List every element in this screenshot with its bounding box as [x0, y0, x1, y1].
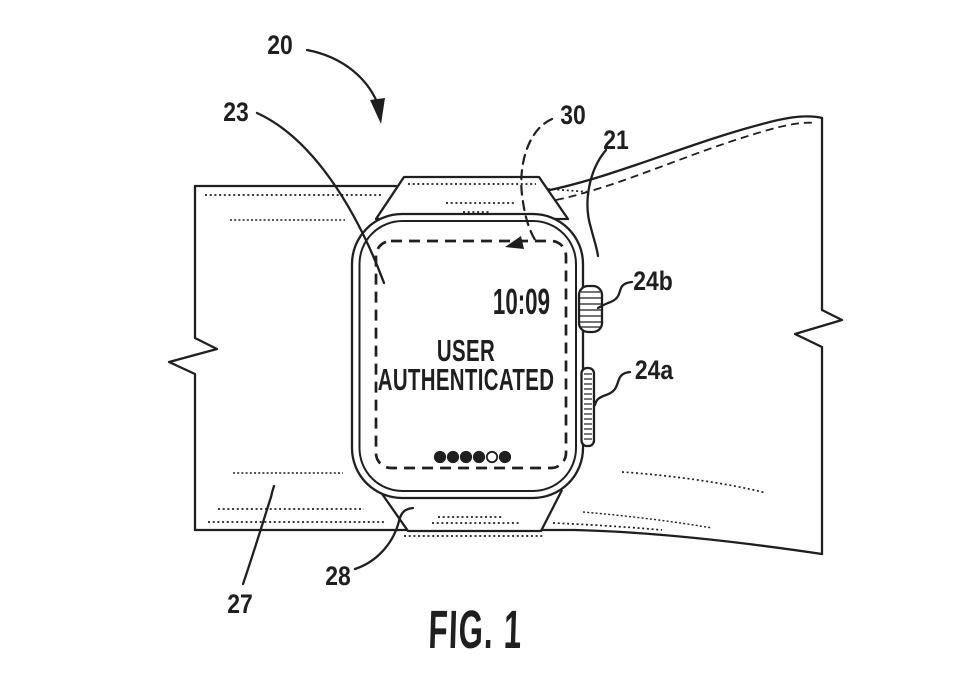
wrist-top-curve: [543, 115, 824, 193]
leader-30-dashed: [520, 117, 554, 245]
side-button-texture: [584, 373, 592, 440]
page-dot-filled: [446, 450, 460, 464]
page-dot-open: [485, 450, 499, 464]
screen-status-line1: USER: [437, 333, 495, 368]
screen-dashed-border: [374, 239, 568, 470]
reference-labels: 20 23 30 21 24b 24a 27 28: [223, 30, 674, 619]
bottom-lug-outline: [379, 489, 564, 533]
leader-28: [353, 506, 415, 571]
side-button-body: [580, 366, 596, 448]
page-dot-filled: [433, 450, 447, 464]
wrist-right-edge-break: [793, 116, 844, 556]
screen-status-line2: AUTHENTICATED: [378, 362, 555, 397]
leader-24a: [593, 370, 632, 407]
leader-20: [305, 48, 379, 104]
wrist-top-curve-inner: [555, 121, 816, 201]
ref-label-23: 23: [223, 97, 249, 127]
band-left-edge-break: [167, 184, 219, 532]
ref-label-24a: 24a: [635, 355, 674, 385]
ref-label-28: 28: [325, 561, 351, 591]
top-lug-outline: [374, 175, 570, 221]
leader-27: [241, 484, 276, 586]
figure-caption: FIG. 1: [428, 600, 524, 660]
case-outer-bezel: [350, 212, 585, 500]
page-dots: [433, 450, 512, 464]
crown-knurling: [580, 291, 601, 328]
leader-24b: [596, 280, 634, 310]
watch-case: [350, 212, 585, 500]
wrist-right: [543, 115, 844, 556]
ref-label-27: 27: [227, 589, 253, 619]
side-button: [580, 366, 596, 448]
leader-20-arrowhead: [370, 98, 385, 124]
page-dot-filled: [459, 450, 473, 464]
wrist-bottom-curve: [573, 528, 824, 556]
page-dot-filled: [472, 450, 486, 464]
ref-label-21: 21: [603, 125, 629, 155]
watch-screen: 10:09 USER AUTHENTICATED: [374, 239, 568, 470]
leader-30-arrowhead: [505, 236, 524, 249]
ref-label-24b: 24b: [633, 266, 673, 296]
leader-21: [586, 148, 608, 258]
case-inner-bezel: [358, 220, 577, 492]
screen-time: 10:09: [493, 283, 550, 323]
leader-23: [255, 111, 386, 285]
top-strap-lug: [374, 175, 570, 221]
digital-crown: [577, 284, 604, 334]
page-dot-filled: [498, 450, 512, 464]
band-shading-left: [205, 194, 385, 523]
band-shading-right: [547, 188, 767, 531]
ref-label-30: 30: [560, 100, 586, 130]
ref-label-20: 20: [267, 30, 293, 60]
wrist-band-left: [167, 184, 577, 532]
bottom-strap-lug: [379, 489, 564, 537]
leader-lines: [241, 48, 634, 586]
